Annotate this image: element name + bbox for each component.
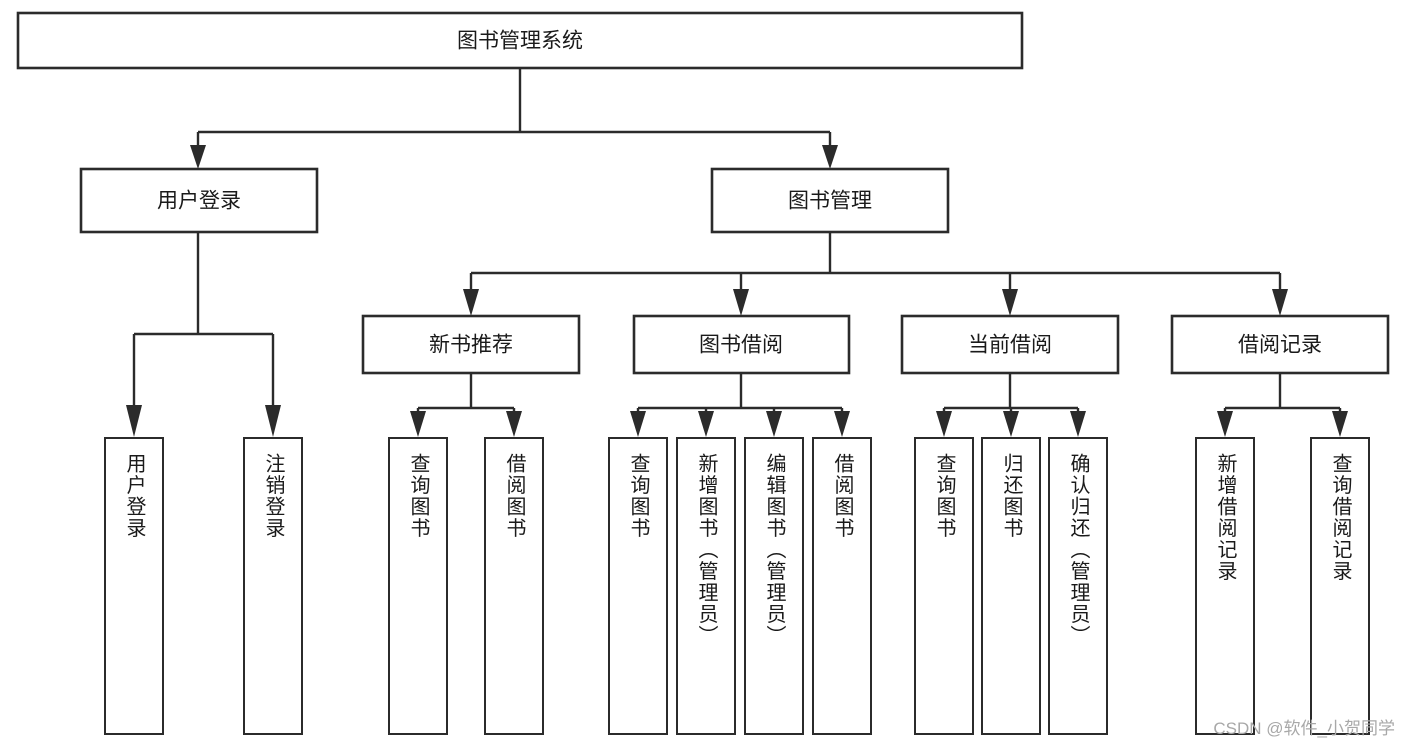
leaf-add-borrow-record[interactable]: 新增借阅记录 — [1195, 437, 1255, 735]
node-book-borrow[interactable]: 图书借阅 — [632, 314, 851, 375]
leaf-query-book-current-label: 查询图书 — [933, 453, 955, 539]
arrow-to-user-login — [190, 145, 206, 169]
node-book-borrow-box[interactable] — [632, 314, 851, 375]
connector-layer — [126, 68, 1348, 437]
node-book-manage[interactable]: 图书管理 — [710, 167, 950, 234]
node-current-borrow-label: 当前借阅 — [968, 334, 1052, 357]
arrow-to-leaf-return-book — [1003, 411, 1019, 437]
arrow-to-leaf-borrow-book-2 — [834, 411, 850, 437]
node-borrow-record-label: 借阅记录 — [1238, 334, 1322, 357]
arrow-to-leaf-query-book-1 — [410, 411, 426, 437]
arrow-to-leaf-confirm-return — [1070, 411, 1086, 437]
leaf-add-book-admin-label: 新增图书（管理员） — [695, 453, 717, 647]
leaf-query-book-newbook-label: 查询图书 — [407, 453, 429, 539]
node-user-login-label: 用户登录 — [157, 190, 241, 213]
leaf-query-borrow-record[interactable]: 查询借阅记录 — [1310, 437, 1370, 735]
arrow-to-leaf-logout — [265, 405, 281, 437]
arrow-to-leaf-query-book-2 — [630, 411, 646, 437]
arrow-to-leaf-user-login — [126, 405, 142, 437]
node-new-book-recommend-box[interactable] — [361, 314, 581, 375]
node-book-manage-box[interactable] — [710, 167, 950, 234]
arrow-to-leaf-add-record — [1217, 411, 1233, 437]
leaf-return-book[interactable]: 归还图书 — [981, 437, 1041, 735]
node-borrow-record-box[interactable] — [1170, 314, 1390, 375]
arrow-to-current-borrow — [1002, 289, 1018, 316]
arrow-to-book-borrow — [733, 289, 749, 316]
node-book-borrow-label: 图书借阅 — [699, 334, 783, 357]
node-user-login[interactable]: 用户登录 — [79, 167, 319, 234]
node-new-book-recommend[interactable]: 新书推荐 — [361, 314, 581, 375]
node-layer: 图书管理系统 用户登录 图书管理 新书推荐 图书借阅 当前借阅 借阅记录 — [16, 11, 1390, 375]
node-new-book-recommend-label: 新书推荐 — [429, 334, 513, 357]
leaf-query-book-borrow[interactable]: 查询图书 — [608, 437, 668, 735]
leaf-query-borrow-record-label: 查询借阅记录 — [1329, 453, 1351, 582]
arrow-to-borrow-record — [1272, 289, 1288, 316]
node-root-box[interactable] — [16, 11, 1024, 70]
arrow-to-leaf-borrow-book-1 — [506, 411, 522, 437]
arrow-to-leaf-query-record — [1332, 411, 1348, 437]
leaf-confirm-return-admin[interactable]: 确认归还（管理员） — [1048, 437, 1108, 735]
node-book-manage-label: 图书管理 — [788, 190, 872, 213]
leaf-query-book-newbook[interactable]: 查询图书 — [388, 437, 448, 735]
leaf-borrow-book-borrow-label: 借阅图书 — [831, 453, 853, 539]
node-root-label: 图书管理系统 — [457, 30, 583, 53]
leaf-add-book-admin[interactable]: 新增图书（管理员） — [676, 437, 736, 735]
arrow-to-leaf-add-book — [698, 411, 714, 437]
leaf-logout-label: 注销登录 — [262, 453, 284, 539]
node-current-borrow[interactable]: 当前借阅 — [900, 314, 1120, 375]
leaf-logout[interactable]: 注销登录 — [243, 437, 303, 735]
leaf-borrow-book-newbook-label: 借阅图书 — [503, 453, 525, 539]
leaf-user-login[interactable]: 用户登录 — [104, 437, 164, 735]
arrow-to-book-manage — [822, 145, 838, 169]
leaf-query-book-current[interactable]: 查询图书 — [914, 437, 974, 735]
leaf-query-book-borrow-label: 查询图书 — [627, 453, 649, 539]
leaf-edit-book-admin-label: 编辑图书（管理员） — [763, 453, 785, 647]
node-borrow-record[interactable]: 借阅记录 — [1170, 314, 1390, 375]
leaf-confirm-return-admin-label: 确认归还（管理员） — [1067, 453, 1089, 647]
leaf-user-login-label: 用户登录 — [123, 453, 145, 539]
node-user-login-box[interactable] — [79, 167, 319, 234]
leaf-borrow-book-borrow[interactable]: 借阅图书 — [812, 437, 872, 735]
node-current-borrow-box[interactable] — [900, 314, 1120, 375]
arrow-to-new-book-rec — [463, 289, 479, 316]
arrow-to-leaf-edit-book — [766, 411, 782, 437]
leaf-return-book-label: 归还图书 — [1000, 453, 1022, 539]
leaf-add-borrow-record-label: 新增借阅记录 — [1214, 453, 1236, 582]
leaf-borrow-book-newbook[interactable]: 借阅图书 — [484, 437, 544, 735]
node-root[interactable]: 图书管理系统 — [16, 11, 1024, 70]
arrow-to-leaf-query-book-3 — [936, 411, 952, 437]
leaf-edit-book-admin[interactable]: 编辑图书（管理员） — [744, 437, 804, 735]
